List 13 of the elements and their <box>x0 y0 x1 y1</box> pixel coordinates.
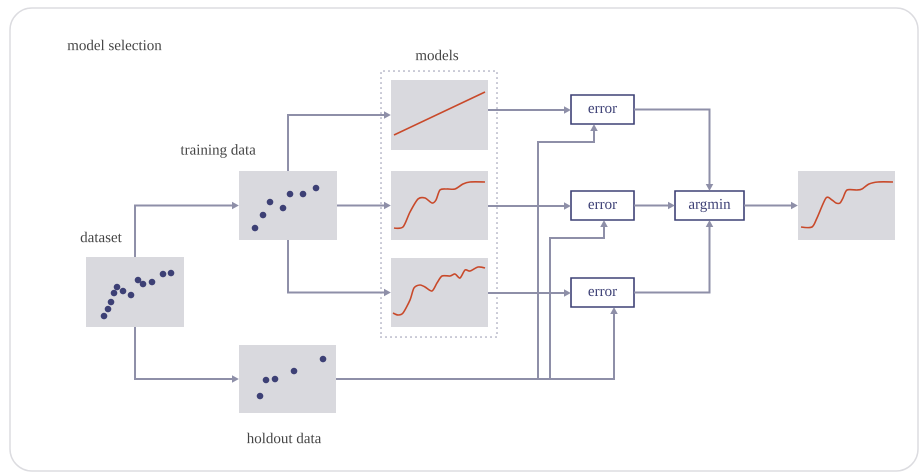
fitted-curve-plot <box>391 258 488 327</box>
process-box: error <box>570 277 635 308</box>
process-box: argmin <box>674 190 745 221</box>
process-box: error <box>570 190 635 221</box>
node-heading: training data <box>180 144 256 158</box>
fitted-curve-plot <box>391 171 488 240</box>
fitted-curve-plot <box>798 171 895 240</box>
node-heading: holdout data <box>246 432 322 444</box>
node-heading: model selection <box>68 40 162 50</box>
node-heading: dataset <box>80 232 122 242</box>
fitted-line-plot <box>391 80 488 150</box>
node-heading: models <box>416 50 458 60</box>
process-box: error <box>570 94 635 125</box>
